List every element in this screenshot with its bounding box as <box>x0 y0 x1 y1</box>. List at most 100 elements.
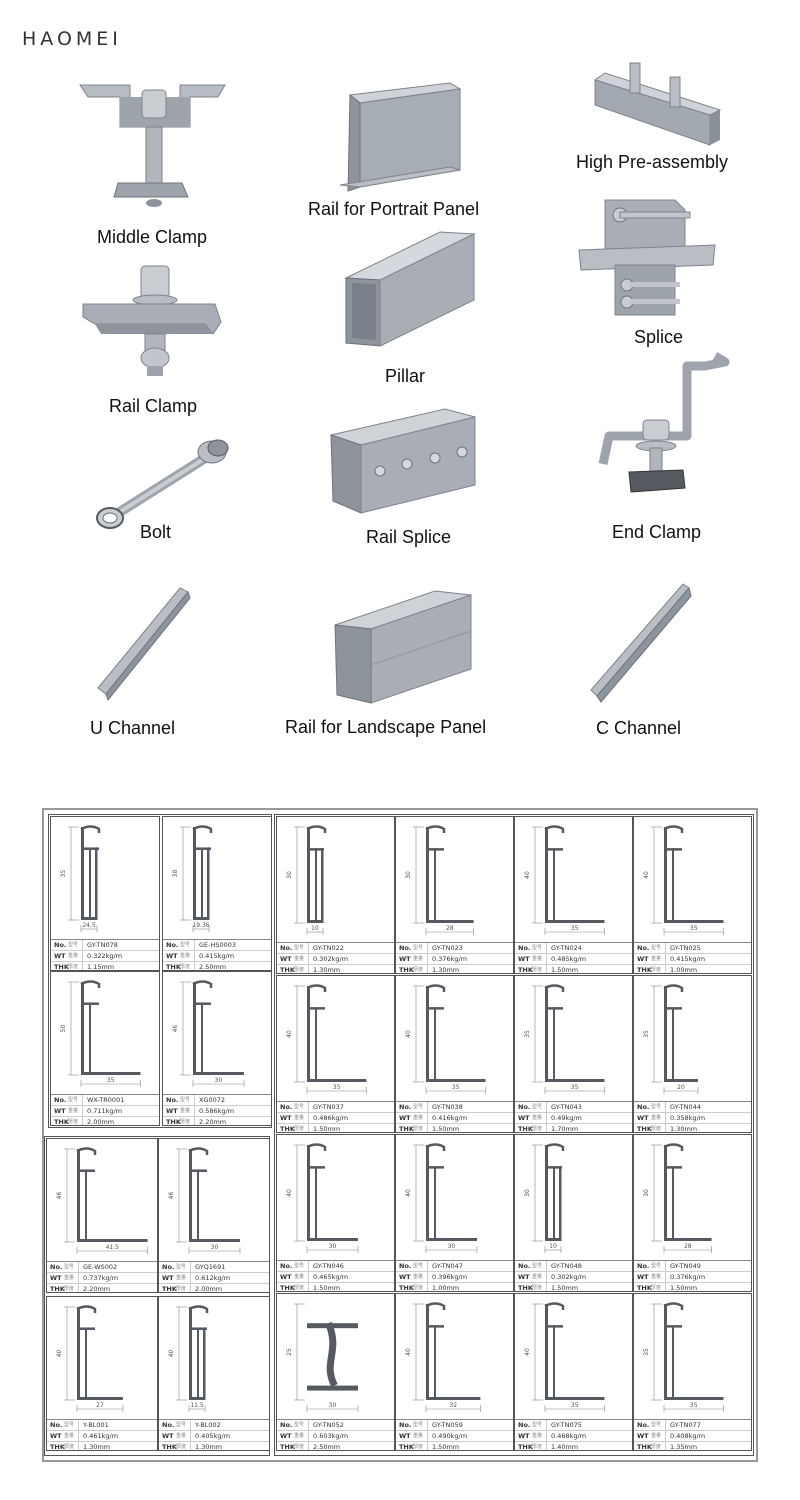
spec-weight-key-cn: 重量 <box>413 1113 428 1123</box>
dimension-width <box>425 928 474 935</box>
dimension-width-label: 35 <box>690 1402 698 1409</box>
product-label: Rail Splice <box>366 527 452 547</box>
profile-shape <box>425 1143 477 1241</box>
spec-weight-key: WT <box>637 1273 649 1281</box>
product-portrait-rail: Rail for Portrait Panel <box>300 75 510 225</box>
bolt-icon <box>96 439 229 529</box>
spec-weight-key-cn: 重量 <box>294 954 309 964</box>
dimension-width-label: 24.5 <box>82 922 96 929</box>
spec-weight-value: 0.358kg/m <box>670 1114 706 1122</box>
spec-weight-key-cn: 重量 <box>176 1431 191 1441</box>
spec-model-value: GY-TN077 <box>670 1421 701 1429</box>
spec-thickness-key-cn: 厚度 <box>413 965 428 973</box>
spec-weight-value: 0.408kg/m <box>670 1432 706 1440</box>
product-landscape-rail: Rail for Landscape Panel <box>285 585 515 745</box>
spec-thickness-value: 2.00mm <box>87 1118 115 1126</box>
spec-thickness-key-cn: 厚度 <box>176 1284 191 1292</box>
dimension-height <box>294 826 305 924</box>
spec-thickness-key: THK <box>399 1125 414 1133</box>
spec-weight-key: WT <box>166 1107 178 1115</box>
spec-thickness-key: THK <box>637 1125 652 1133</box>
profile-shape <box>663 984 698 1082</box>
spec-thickness-value: 1.40mm <box>551 1443 579 1451</box>
spec-thickness-value: 2.20mm <box>199 1118 227 1126</box>
dimension-height-label: 46 <box>168 1192 175 1200</box>
spec-weight-key: WT <box>162 1274 174 1282</box>
product-end-clamp: End Clamp <box>595 352 745 547</box>
spec-model-key: No. <box>280 1421 293 1429</box>
spec-thickness-value: 1.70mm <box>551 1125 579 1133</box>
spec-weight-value: 0.603kg/m <box>313 1432 349 1440</box>
spec-weight-key: WT <box>54 952 66 960</box>
spec-weight-key-cn: 重量 <box>532 1113 547 1123</box>
spec-model-key-cn: 型号 <box>532 1261 547 1271</box>
spec-thickness-key: THK <box>518 966 533 974</box>
spec-thickness-key-cn: 厚度 <box>651 1283 666 1291</box>
spec-model-key-cn: 型号 <box>651 1420 666 1430</box>
dimension-height-label: 40 <box>643 871 650 879</box>
spec-model-key: No. <box>637 1421 650 1429</box>
spec-model-key-cn: 型号 <box>651 1261 666 1271</box>
spec-thickness-value: 1.00mm <box>670 966 698 974</box>
spec-model-value: GY-TN022 <box>313 944 344 952</box>
spec-thickness-value: 1.15mm <box>87 963 115 971</box>
spec-model-key-cn: 型号 <box>532 1420 547 1430</box>
dimension-width-label: 35 <box>452 1084 460 1091</box>
spec-thickness-key-cn: 厚度 <box>413 1442 428 1450</box>
spec-weight-key-cn: 重量 <box>68 951 83 961</box>
product-middle-clamp: Middle Clamp <box>70 75 240 250</box>
product-pillar: Pillar <box>340 228 490 388</box>
spec-weight-key: WT <box>518 1273 530 1281</box>
spec-thickness-value: 1.35mm <box>670 1443 698 1451</box>
spec-weight-key: WT <box>637 1114 649 1122</box>
product-label: Splice <box>634 327 684 347</box>
spec-thickness-value: 2.50mm <box>313 1443 341 1451</box>
dimension-height-label: 35 <box>643 1030 650 1038</box>
dimension-width-label: 30 <box>448 1243 456 1250</box>
dimension-height-label: 40 <box>405 1189 412 1197</box>
spec-weight-value: 0.396kg/m <box>432 1273 468 1281</box>
spec-model-key: No. <box>637 1103 650 1111</box>
dimension-width-label: 11.5 <box>190 1402 204 1409</box>
spec-thickness-key-cn: 厚度 <box>294 1283 309 1291</box>
spec-thickness-value: 1.50mm <box>432 1443 460 1451</box>
spec-thickness-key: THK <box>399 1284 414 1292</box>
dimension-height <box>294 985 305 1083</box>
spec-weight-value: 0.586kg/m <box>199 1107 235 1115</box>
product-label: C Channel <box>596 718 682 738</box>
dimension-height-label: 30 <box>524 1189 531 1197</box>
spec-weight-value: 0.415kg/m <box>199 952 235 960</box>
spec-weight-key-cn: 重量 <box>64 1431 79 1441</box>
spec-weight-key-cn: 重量 <box>413 1431 428 1441</box>
product-rail-splice: Rail Splice <box>325 405 485 550</box>
dimension-width <box>544 928 605 935</box>
